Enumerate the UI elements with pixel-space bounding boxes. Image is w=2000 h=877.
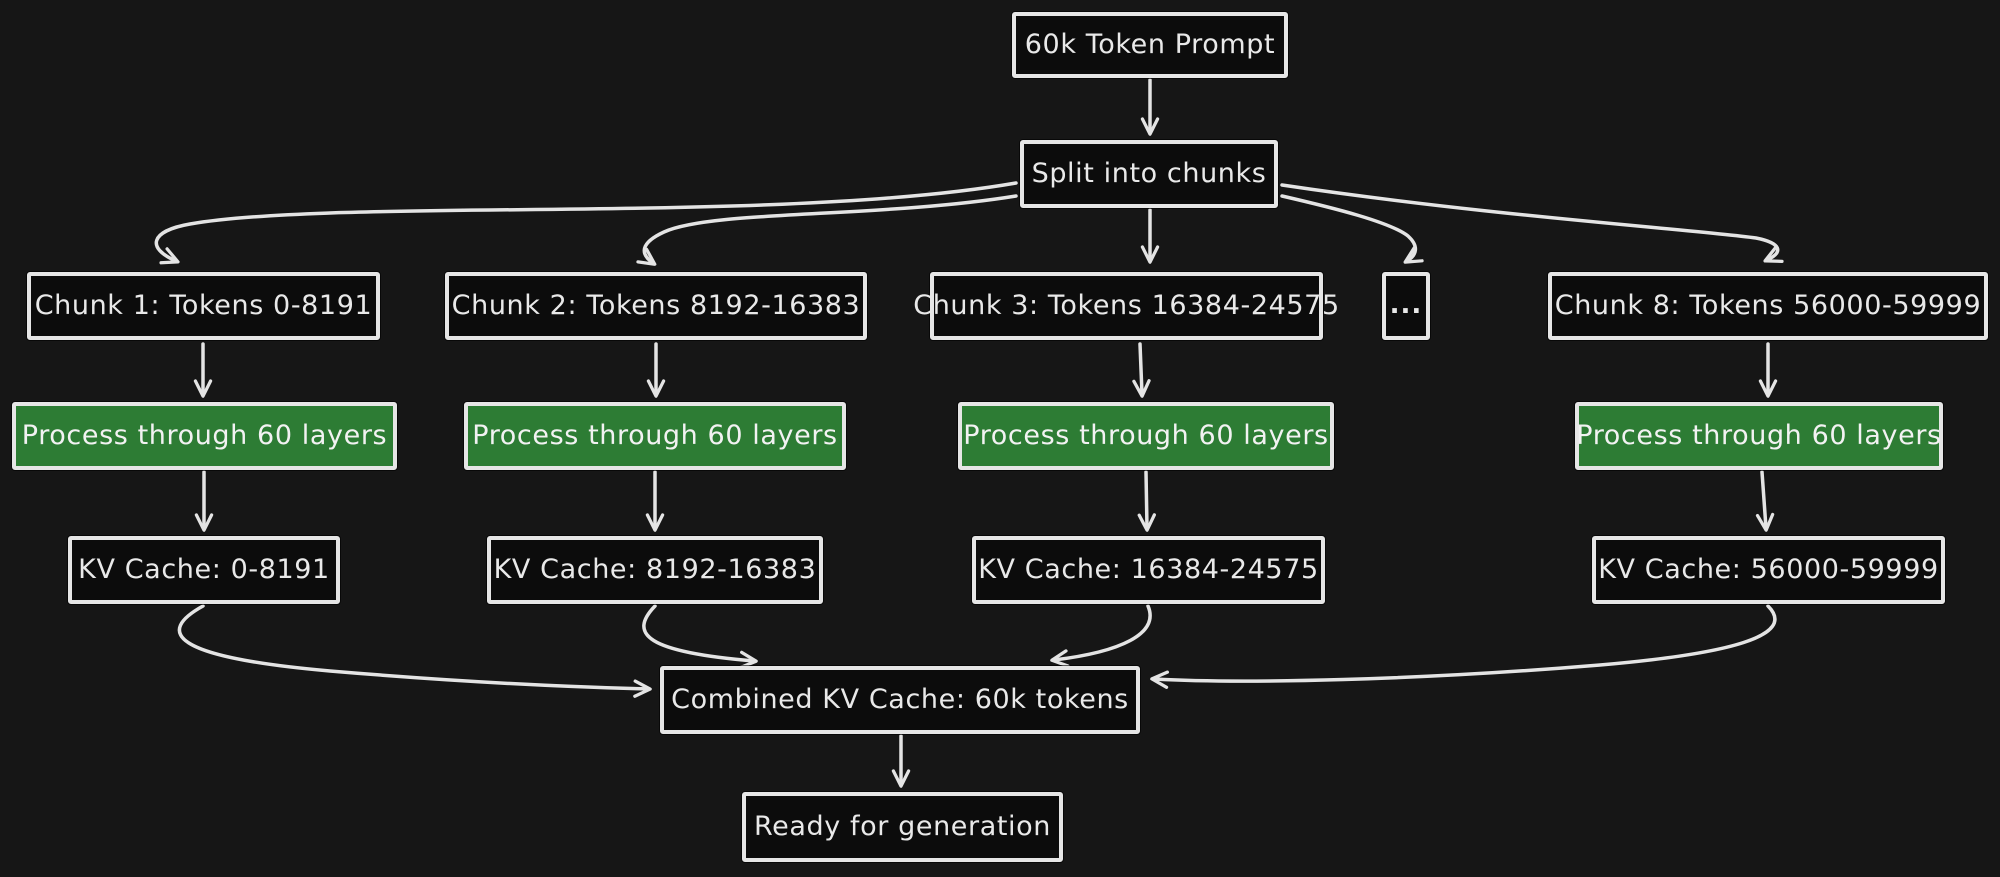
node-ready-for-generation: Ready for generation: [742, 792, 1063, 862]
node-60k-token-prompt-label: 60k Token Prompt: [1024, 28, 1276, 60]
edge-process3-to-kv3: [1137, 470, 1156, 532]
edge-chunk3-to-process3: [1132, 342, 1151, 398]
node-process-layers-2-label: Process through 60 layers: [472, 419, 838, 451]
node-process-layers-1-label: Process through 60 layers: [21, 419, 388, 451]
node-split-into-chunks: Split into chunks: [1020, 140, 1278, 208]
node-chunk-2-label: Chunk 2: Tokens 8192-16383: [451, 289, 861, 321]
edge-split-to-chunk8: [1280, 183, 1784, 263]
edge-split-to-chunk1: [154, 181, 1018, 265]
node-split-into-chunks-label: Split into chunks: [1031, 157, 1267, 189]
node-chunk-8-label: Chunk 8: Tokens 56000-59999: [1554, 289, 1982, 321]
node-kv-cache-2: KV Cache: 8192-16383: [487, 536, 823, 604]
node-kv-cache-3: KV Cache: 16384-24575: [972, 536, 1325, 604]
edge-kv1-to-combined: [177, 604, 652, 698]
edge-kv8-to-combined: [1150, 604, 1777, 689]
node-chunk-3-label: Chunk 3: Tokens 16384-24575: [913, 289, 1340, 321]
node-chunk-1: Chunk 1: Tokens 0-8191: [27, 272, 380, 340]
node-kv-cache-8: KV Cache: 56000-59999: [1592, 536, 1945, 604]
node-process-layers-4-label: Process through 60 layers: [1576, 419, 1942, 451]
node-kv-cache-1: KV Cache: 0-8191: [68, 536, 340, 604]
node-kv-cache-3-label: KV Cache: 16384-24575: [978, 553, 1319, 585]
edge-split-to-dots: [1280, 194, 1424, 264]
node-60k-token-prompt: 60k Token Prompt: [1012, 12, 1288, 78]
node-process-layers-3: Process through 60 layers: [958, 402, 1334, 470]
node-chunk-3: Chunk 3: Tokens 16384-24575: [913, 272, 1339, 340]
node-process-layers-2: Process through 60 layers: [464, 402, 846, 470]
node-chunk-8: Chunk 8: Tokens 56000-59999: [1548, 272, 1988, 340]
node-kv-cache-8-label: KV Cache: 56000-59999: [1598, 553, 1939, 585]
node-process-layers-3-label: Process through 60 layers: [963, 419, 1329, 451]
node-ready-for-generation-label: Ready for generation: [754, 810, 1051, 842]
node-chunk-1-label: Chunk 1: Tokens 0-8191: [34, 289, 373, 321]
edge-split-to-chunk2: [636, 194, 1018, 266]
node-chunks-ellipsis-label: ...: [1389, 290, 1423, 320]
node-kv-cache-1-label: KV Cache: 0-8191: [78, 553, 330, 585]
node-chunks-ellipsis: ...: [1382, 272, 1430, 340]
node-process-layers-4: Process through 60 layers: [1575, 402, 1943, 470]
node-combined-kv-cache: Combined KV Cache: 60k tokens: [660, 666, 1140, 734]
node-combined-kv-cache-label: Combined KV Cache: 60k tokens: [671, 683, 1129, 715]
node-process-layers-1: Process through 60 layers: [12, 402, 397, 470]
edge-kv2-to-combined: [642, 604, 758, 670]
node-chunk-2: Chunk 2: Tokens 8192-16383: [445, 272, 867, 340]
node-kv-cache-2-label: KV Cache: 8192-16383: [493, 553, 817, 585]
edge-process4-to-kv8: [1755, 470, 1775, 532]
edge-kv3-to-combined: [1050, 604, 1152, 668]
